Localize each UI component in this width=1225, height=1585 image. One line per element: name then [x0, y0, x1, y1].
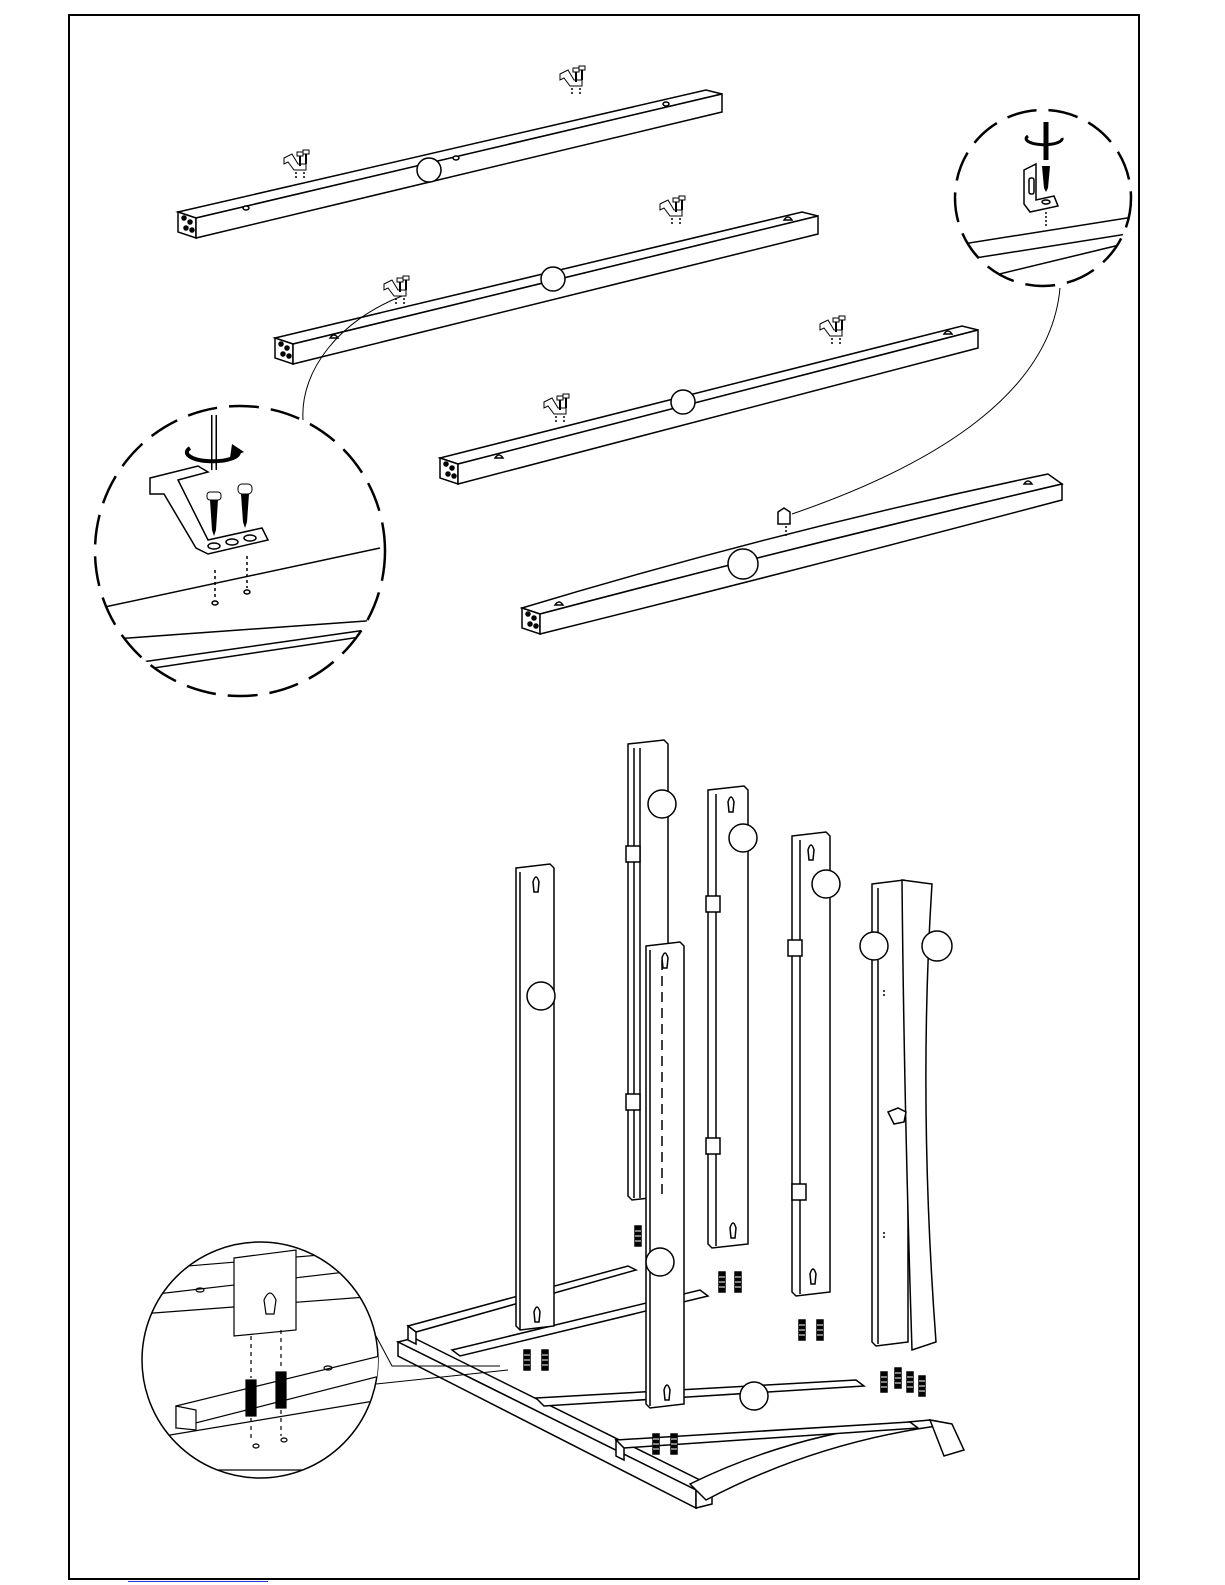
- rail-3: [440, 316, 978, 484]
- part-marker: [729, 824, 757, 852]
- bracket-screw-detail: [95, 406, 385, 696]
- part-marker: [860, 932, 888, 960]
- part-marker: [740, 1382, 768, 1410]
- part-marker: [646, 1248, 674, 1276]
- post-right-middle: [788, 832, 830, 1340]
- rail-4-curved: [522, 474, 1062, 634]
- rail-1: [178, 66, 722, 238]
- link-underline: [128, 1581, 268, 1582]
- part-marker: [728, 549, 758, 579]
- dowel-insertion-detail: [140, 1242, 380, 1478]
- part-marker: [541, 267, 565, 291]
- post-front: [646, 942, 684, 1454]
- part-marker: [417, 158, 441, 182]
- part-marker: [527, 982, 555, 1010]
- part-marker: [648, 790, 676, 818]
- part-marker: [812, 870, 840, 898]
- post-middle: [706, 786, 748, 1292]
- angle-bracket-detail: [950, 110, 1140, 286]
- part-marker: [671, 390, 695, 414]
- post-left: [516, 864, 554, 1370]
- part-marker: [922, 931, 952, 961]
